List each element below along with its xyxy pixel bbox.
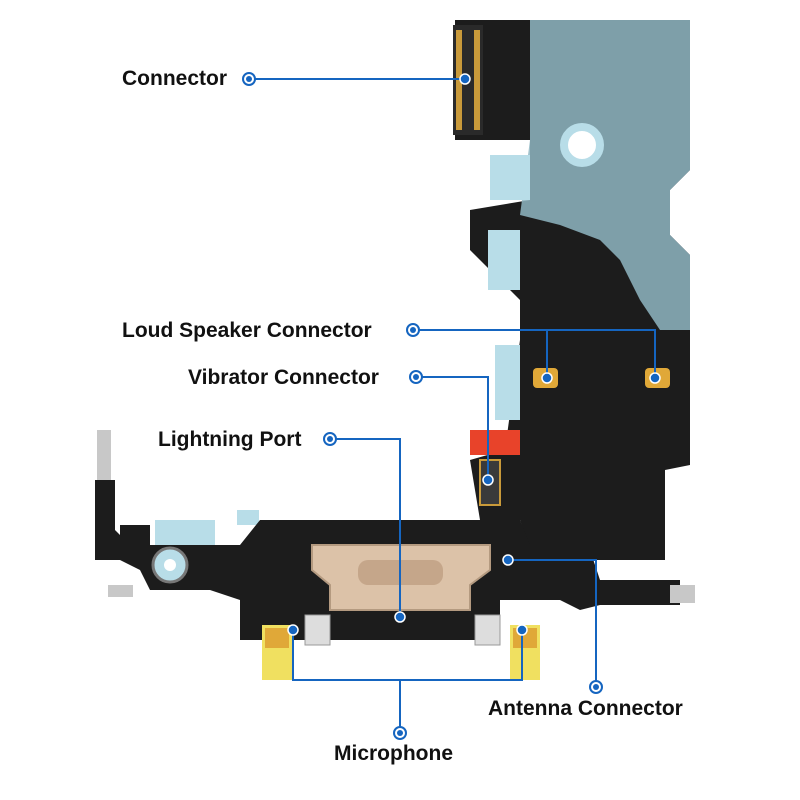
stiffener-tabs [155, 155, 530, 545]
label-connector: Connector [122, 67, 227, 90]
flex-mount-hole [560, 123, 604, 167]
red-tape [470, 430, 520, 455]
left-bracket [97, 430, 111, 480]
label-microphone: Microphone [334, 742, 453, 765]
label-lightning-port: Lightning Port [158, 428, 302, 451]
left-screw-hole [164, 559, 176, 571]
left-lower-bracket [108, 585, 133, 597]
label-loud-speaker-connector: Loud Speaker Connector [122, 319, 372, 342]
left-arm [95, 480, 130, 560]
callout-lines [249, 78, 656, 730]
small-clips [304, 614, 501, 646]
callout-dots [242, 72, 661, 740]
label-vibrator-connector: Vibrator Connector [188, 366, 379, 389]
microphone-tabs [262, 625, 540, 680]
flex-blue-overlay [520, 20, 690, 330]
label-antenna-connector: Antenna Connector [488, 697, 683, 720]
right-bracket [670, 585, 695, 603]
